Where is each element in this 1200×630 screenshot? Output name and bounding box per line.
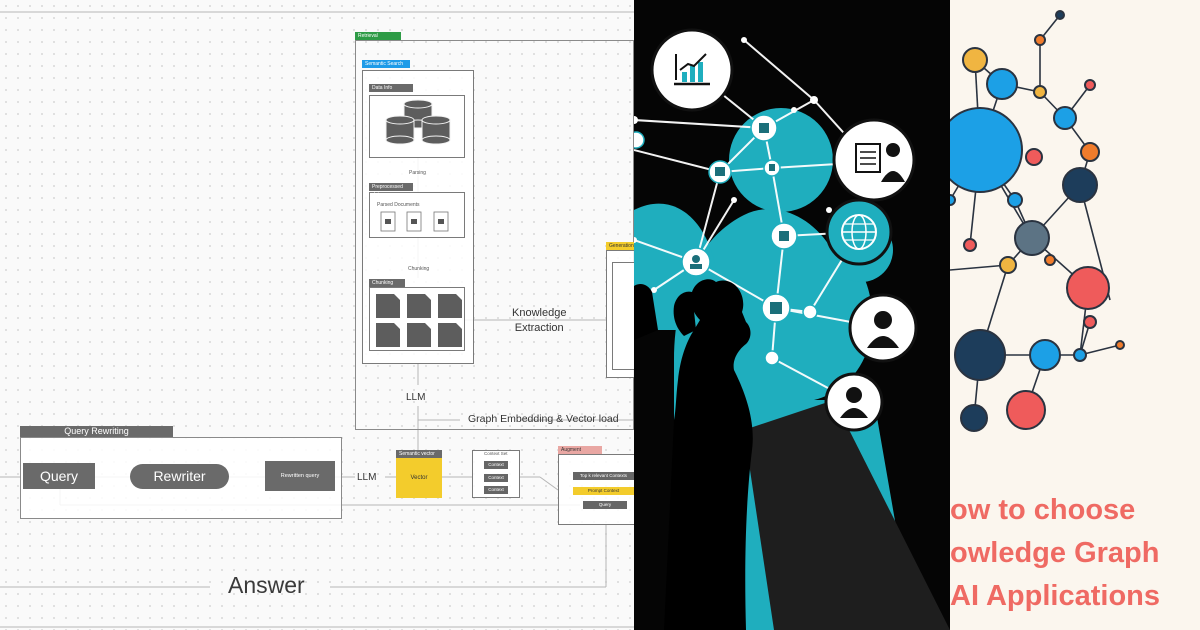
answer-label: Answer: [228, 572, 305, 598]
architecture-diagram-panel: Retrieval Semantic Search Data Info Pars…: [0, 0, 634, 630]
query-node: Query: [23, 463, 95, 489]
graph-network-illustration: [950, 10, 1125, 432]
context-set-title: Context Set: [484, 451, 508, 456]
context-item: Context: [484, 474, 508, 482]
data-info-tag: Data Info: [369, 84, 413, 92]
rewritten-query-node: Rewritten query: [265, 461, 335, 491]
person-icon: [848, 293, 918, 363]
database-icon: [385, 99, 451, 145]
document-icon: [380, 211, 449, 232]
vector-node: Vector: [396, 458, 442, 498]
knowledge-graph-poster: ow to choose owledge Graph AI Applicatio…: [950, 0, 1200, 630]
knowledge-extraction-label: Knowledge Extraction: [512, 307, 567, 334]
generation-inner-box: [612, 262, 634, 370]
parsed-documents-label: Parsed Documents: [377, 202, 420, 208]
preprocessed-tag: Preprocessed data: [369, 183, 413, 198]
folded-document-icon: [376, 294, 462, 347]
generation-tag: Generation: [606, 242, 634, 250]
context-item: Context: [484, 461, 508, 469]
chunking-label: Chunking: [408, 266, 430, 272]
graph-embedding-label: Graph Embedding & Vector load: [468, 413, 619, 425]
context-item: Context: [484, 486, 508, 494]
augment-tag: Augment: [558, 446, 602, 454]
top-k-node: Top k relevant Contexts: [573, 472, 634, 480]
parsing-label: Parsing: [409, 170, 426, 176]
knowledge-network-illustration: [634, 0, 950, 630]
chart-icon: [650, 28, 734, 112]
prompt-context-node: Prompt Context: [573, 487, 634, 495]
semantic-search-tag: Semantic Search: [362, 60, 410, 68]
llm-vertical-label: LLM: [406, 392, 426, 403]
rewriter-node: Rewriter: [130, 464, 229, 489]
poster-title-line-3: AI Applications: [950, 580, 1160, 612]
globe-icon: [825, 198, 893, 266]
poster-title-line-1: ow to choose: [950, 494, 1136, 526]
retrieval-tag: Retrieval: [355, 32, 401, 40]
query-rewriting-tag: Query Rewriting: [20, 426, 173, 437]
retrieval-frame: [355, 40, 634, 430]
query-small-node: Query: [583, 501, 627, 509]
person-icon: [824, 372, 884, 432]
llm-horizontal-label: LLM: [357, 472, 377, 483]
chunking-tag: Chunking: [369, 279, 405, 287]
poster-title-line-2: owledge Graph: [950, 537, 1160, 569]
network-illustration-svg: [634, 28, 950, 630]
analyst-icon: [690, 123, 789, 314]
semantic-vector-tag: Semantic vector: [396, 450, 442, 458]
presenter-icon: [832, 118, 916, 202]
woman-silhouette: [664, 279, 753, 630]
